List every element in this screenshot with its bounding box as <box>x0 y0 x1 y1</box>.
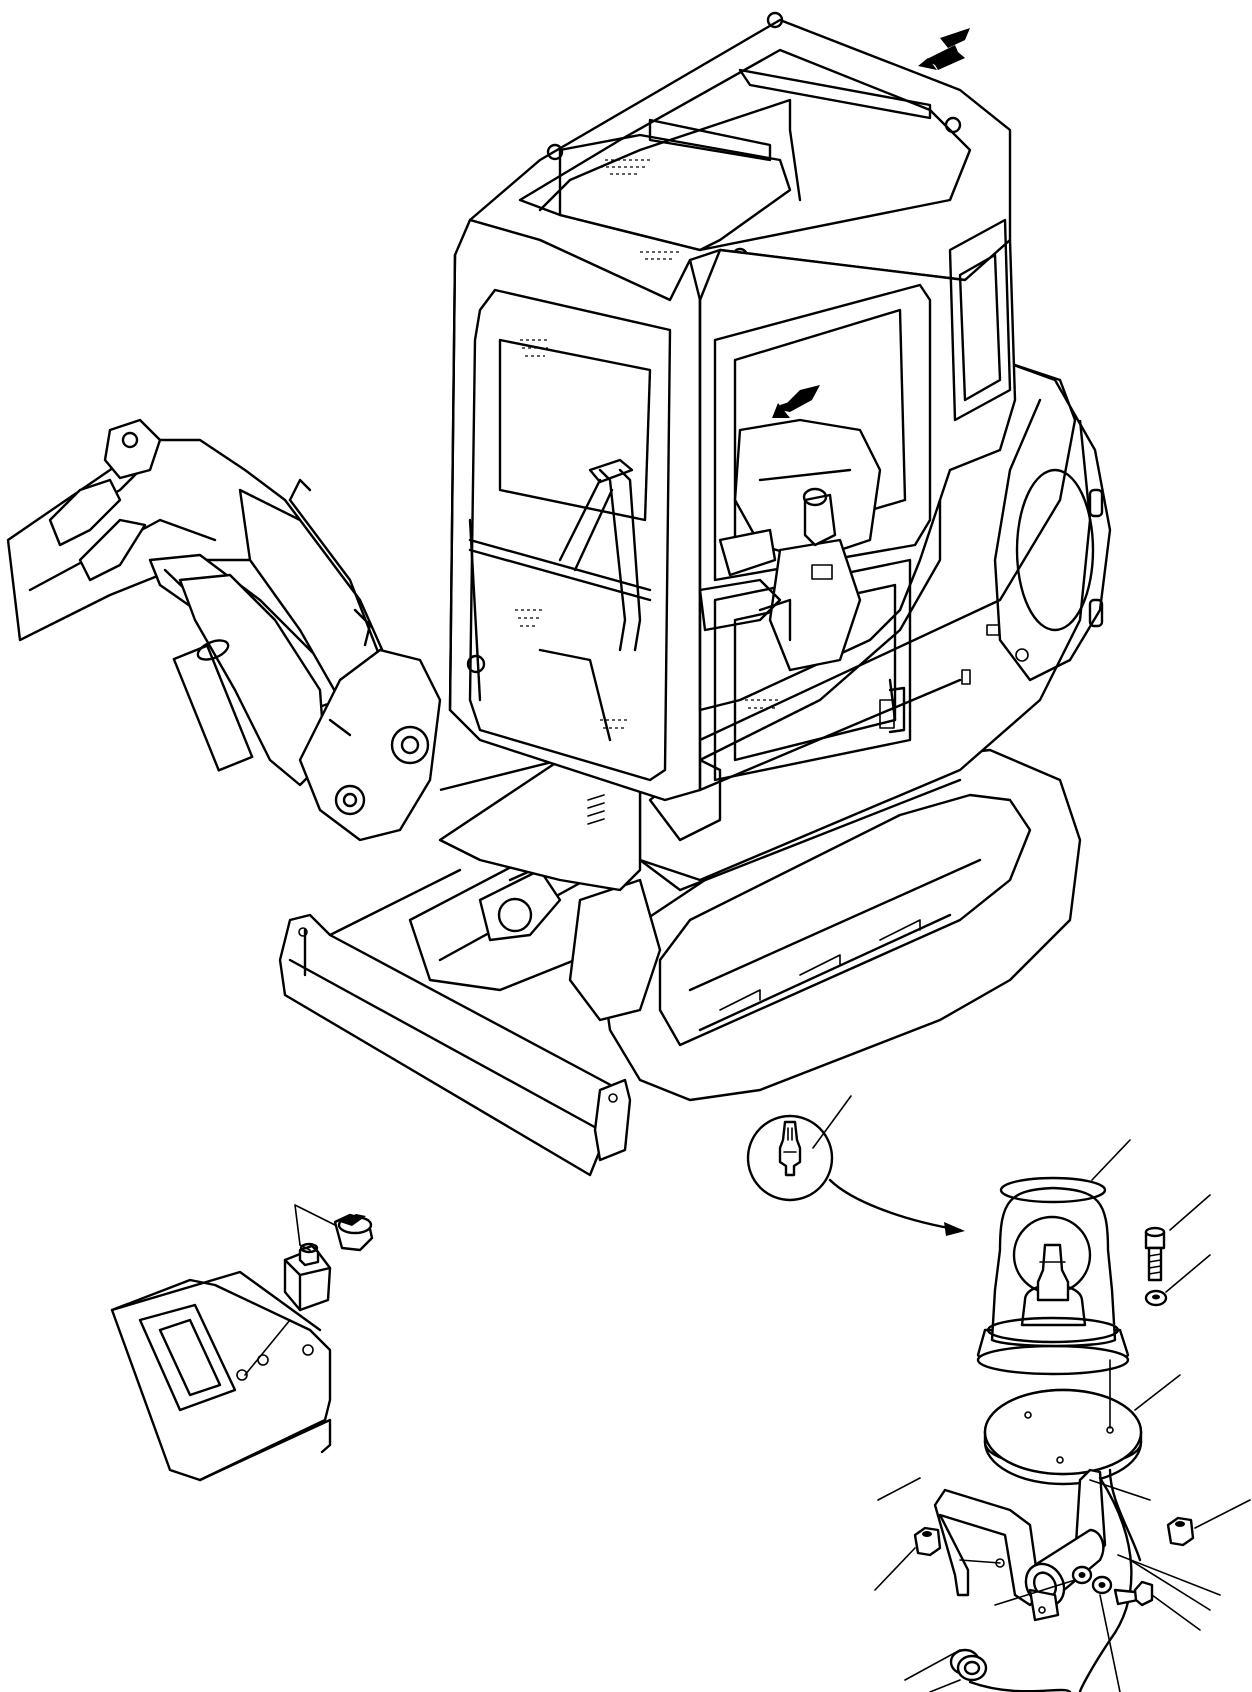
nut <box>874 1526 942 1591</box>
lock-washer <box>994 1565 1121 1692</box>
roof-location-arrow-icon <box>918 45 965 70</box>
lamp-bulb-detail-callout <box>746 1095 965 1236</box>
wire-harness <box>968 1468 1142 1692</box>
cab <box>448 11 1017 802</box>
grommet <box>904 1648 988 1692</box>
switch-body <box>283 1242 332 1312</box>
switch-knob <box>294 1204 374 1252</box>
boom-arm <box>6 418 442 842</box>
cap-screw <box>1144 1194 1211 1282</box>
nut-right <box>1166 1499 1251 1547</box>
mounting-plate <box>983 1359 1181 1486</box>
cab-interior-location-arrow-icon <box>775 396 808 418</box>
rotating-beacon-lamp <box>976 1139 1131 1376</box>
dashboard-panel <box>110 1270 332 1482</box>
mini-excavator-with-cab <box>6 11 1112 1177</box>
dozer-blade <box>278 868 632 1177</box>
bolt <box>1113 1580 1201 1631</box>
washer <box>1144 1254 1211 1307</box>
bracket-with-socket <box>877 1468 1151 1622</box>
